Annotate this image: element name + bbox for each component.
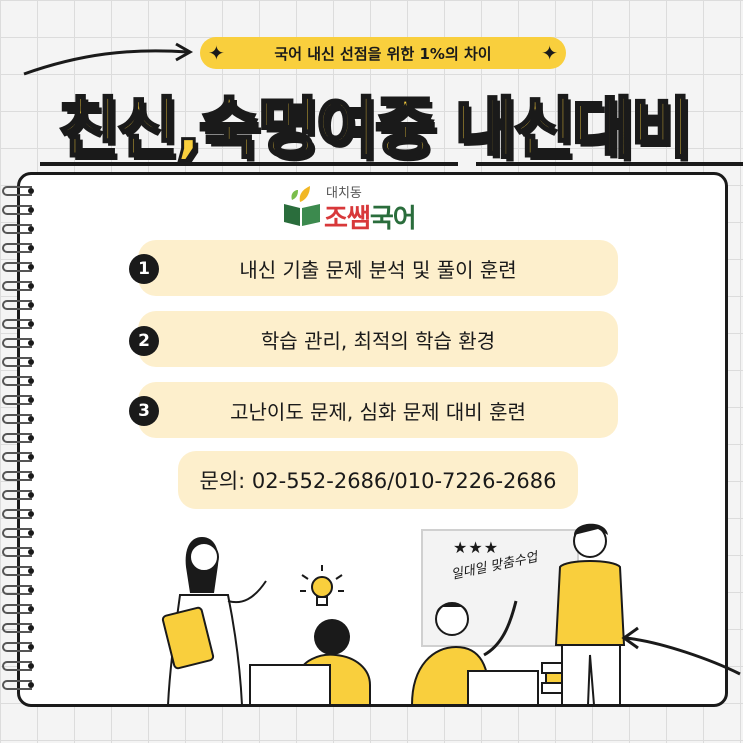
student-figure: [410, 600, 539, 705]
academy-logo: 대치동 조쌤국어: [280, 180, 450, 235]
binding-ring: [2, 566, 34, 576]
feature-text: 고난이도 문제, 심화 문제 대비 훈련: [230, 399, 526, 424]
binding-ring: [2, 604, 34, 614]
feature-text: 학습 관리, 최적의 학습 환경: [260, 328, 496, 353]
binding-ring: [2, 490, 34, 500]
binding-ring: [2, 642, 34, 652]
binding-ring: [2, 623, 34, 633]
binding-ring: [2, 528, 34, 538]
logo-location: 대치동: [326, 186, 362, 201]
binding-ring: [2, 680, 34, 690]
binding-ring: [2, 357, 34, 367]
binding-ring: [2, 224, 34, 234]
binding-ring: [2, 243, 34, 253]
binding-ring: [2, 585, 34, 595]
binding-ring: [2, 186, 34, 196]
binding-ring: [2, 262, 34, 272]
number-badge: 3: [129, 396, 159, 426]
student-figure: [249, 619, 371, 705]
binding-ring: [2, 452, 34, 462]
rating-stars: ★★★: [453, 538, 500, 557]
binding-ring: [2, 661, 34, 671]
headline-banner: ✦ 국어 내신 선점을 위한 1%의 차이 ✦: [200, 37, 566, 69]
title-underline: [476, 162, 743, 166]
contact-info: 문의: 02-552-2686/010-7226-2686: [178, 451, 578, 509]
lightbulb-icon: [300, 565, 344, 606]
teacher-figure: [554, 523, 626, 705]
page-title: 친신,숙명여중 내신대비: [18, 78, 743, 169]
logo-brand-b: 국어: [369, 204, 417, 234]
top-arrow-icon: [23, 42, 194, 76]
title-underline: [40, 162, 458, 166]
binding-ring: [2, 338, 34, 348]
feature-text: 내신 기출 문제 분석 및 풀이 훈련: [239, 257, 517, 282]
logo-brand: 조쌤국어: [324, 198, 417, 235]
binding-ring: [2, 471, 34, 481]
binding-ring: [2, 395, 34, 405]
binding-ring: [2, 319, 34, 329]
number-badge: 1: [129, 254, 159, 284]
binding-ring: [2, 205, 34, 215]
number-badge: 2: [129, 326, 159, 356]
teacher-figure: [161, 537, 267, 705]
binding-ring: [2, 547, 34, 557]
feature-item: 학습 관리, 최적의 학습 환경: [138, 311, 618, 367]
sparkle-icon: ✦: [208, 41, 225, 65]
bottom-arrow-icon: [621, 626, 741, 676]
book-leaf-icon: [284, 186, 320, 226]
binding-ring: [2, 414, 34, 424]
contact-text: 문의: 02-552-2686/010-7226-2686: [199, 469, 557, 493]
binding-ring: [2, 433, 34, 443]
sparkle-icon: ✦: [541, 41, 558, 65]
feature-item: 내신 기출 문제 분석 및 풀이 훈련: [138, 240, 618, 296]
binding-ring: [2, 300, 34, 310]
feature-item: 고난이도 문제, 심화 문제 대비 훈련: [138, 382, 618, 438]
banner-text: 국어 내신 선점을 위한 1%의 차이: [274, 44, 492, 63]
students-illustration: [161, 523, 626, 705]
spiral-binding: [0, 186, 40, 706]
binding-ring: [2, 281, 34, 291]
logo-brand-a: 조쌤: [324, 204, 371, 234]
binding-ring: [2, 376, 34, 386]
binding-ring: [2, 509, 34, 519]
page-title-text: 친신,숙명여중 내신대비: [57, 89, 693, 169]
